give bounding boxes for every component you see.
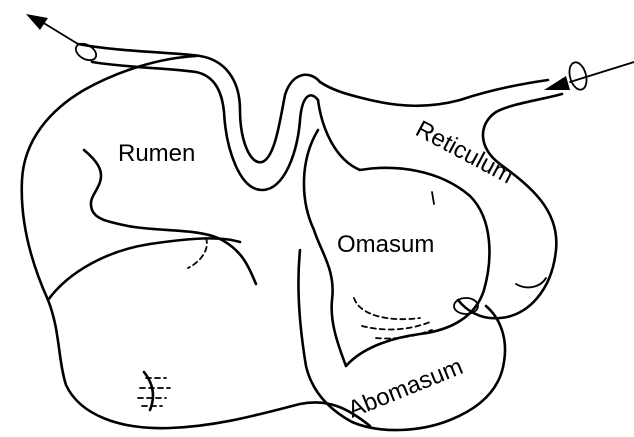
omasum-inner-mark: [432, 192, 434, 204]
reticulum-inner: [516, 278, 546, 287]
rumen-label: Rumen: [118, 140, 195, 167]
omasum-orifice: [454, 298, 478, 314]
reticulum-label: Reticulum: [411, 115, 518, 189]
omasum-dashes: [354, 298, 432, 339]
rumen-dash-1: [188, 238, 207, 268]
rumen-fold-2: [48, 238, 240, 300]
abomasum-label: Abomasum: [344, 353, 467, 424]
outflow-arrow: [26, 14, 78, 44]
rumen-fold-1: [84, 150, 256, 284]
reticulum-outline: [320, 80, 562, 318]
omasum-label: Omasum: [337, 231, 434, 258]
inflow-arrow: [544, 62, 634, 90]
esophagus-tube-left: [73, 40, 320, 190]
esophagus-tube-right: [567, 60, 590, 91]
